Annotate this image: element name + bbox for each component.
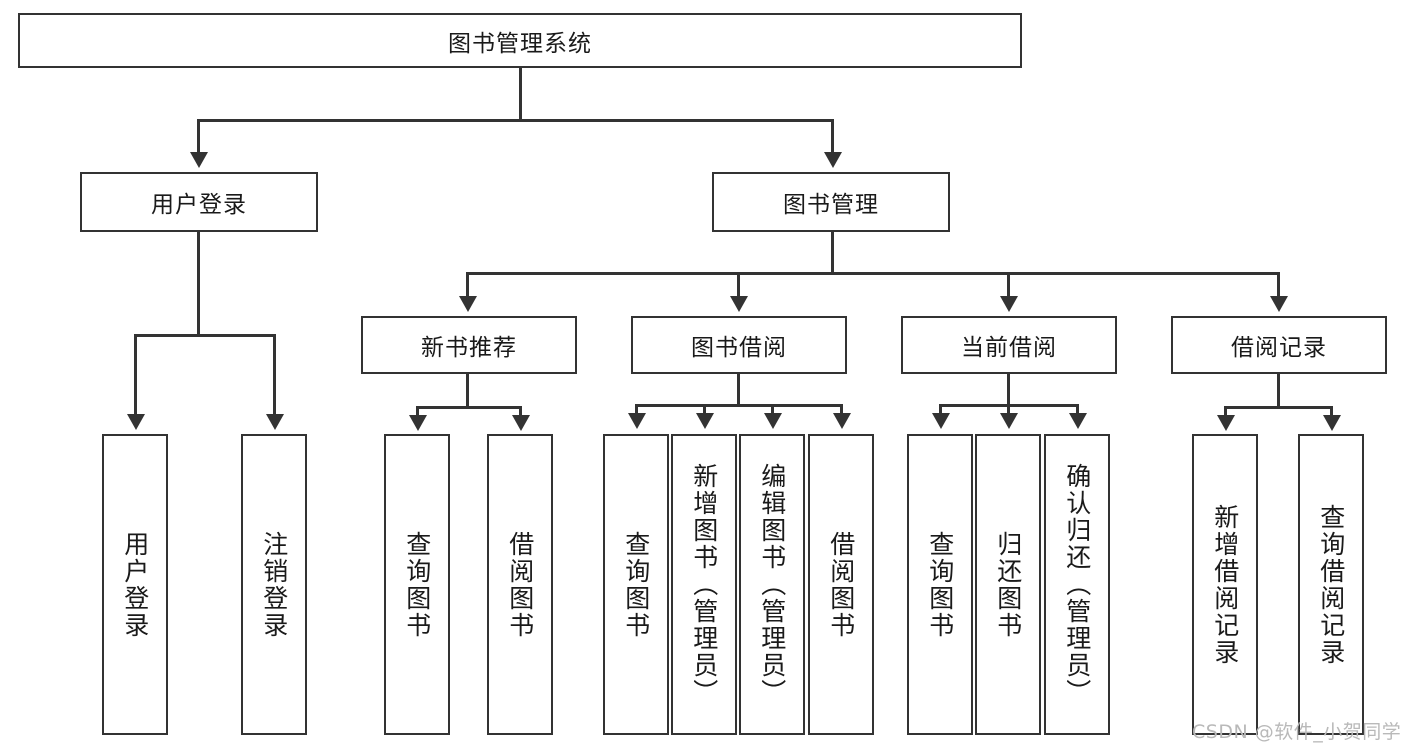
leaf-query-book-1[interactable]: 查询图书 bbox=[384, 434, 450, 735]
arrowhead-icon-leaf-query-record bbox=[1323, 415, 1341, 431]
leaf-borrow-book-1[interactable]: 借阅图书 bbox=[487, 434, 553, 735]
connector-cb-drop-2 bbox=[1007, 404, 1010, 416]
arrowhead-icon-user-login bbox=[190, 152, 208, 168]
node-label: 查询借阅记录 bbox=[1316, 503, 1346, 666]
connector-nbr-stem bbox=[466, 374, 469, 408]
arrowhead-icon-book-borrow bbox=[730, 296, 748, 312]
node-root-library-system[interactable]: 图书管理系统 bbox=[18, 13, 1022, 68]
arrowhead-icon-book-management bbox=[824, 152, 842, 168]
connector-root-stem bbox=[519, 68, 522, 121]
leaf-add-book[interactable]: 新增图书（管理员） bbox=[671, 434, 737, 735]
node-label: 归还图书 bbox=[993, 530, 1023, 639]
node-user-login[interactable]: 用户登录 bbox=[80, 172, 318, 232]
node-label: 新增借阅记录 bbox=[1210, 503, 1240, 666]
connector-book-management-bus bbox=[466, 272, 1280, 275]
node-borrow-record[interactable]: 借阅记录 bbox=[1171, 316, 1387, 374]
node-label: 新增图书（管理员） bbox=[689, 463, 719, 706]
connector-root-drop-user-login bbox=[197, 119, 200, 155]
arrowhead-icon-current-borrow bbox=[1000, 296, 1018, 312]
node-label: 注销登录 bbox=[259, 530, 289, 639]
connector-br-drop-2 bbox=[1330, 406, 1333, 418]
arrowhead-icon-leaf-query-book-3 bbox=[932, 413, 950, 429]
leaf-logout[interactable]: 注销登录 bbox=[241, 434, 307, 735]
node-book-management[interactable]: 图书管理 bbox=[712, 172, 950, 232]
connector-bb-drop-1 bbox=[635, 404, 638, 416]
arrowhead-icon-leaf-query-book-2 bbox=[628, 413, 646, 429]
connector-root-drop-book-management bbox=[831, 119, 834, 155]
leaf-confirm-return[interactable]: 确认归还（管理员） bbox=[1044, 434, 1110, 735]
connector-bb-drop-4 bbox=[840, 404, 843, 416]
leaf-return-book[interactable]: 归还图书 bbox=[975, 434, 1041, 735]
connector-bb-bus bbox=[635, 404, 843, 407]
arrowhead-icon-leaf-logout bbox=[266, 414, 284, 430]
arrowhead-icon-leaf-query-book-1 bbox=[409, 415, 427, 431]
node-label: 用户登录 bbox=[120, 530, 150, 639]
node-label: 查询图书 bbox=[621, 530, 651, 639]
node-label: 新书推荐 bbox=[421, 335, 517, 361]
node-new-book-recommend[interactable]: 新书推荐 bbox=[361, 316, 577, 374]
watermark-text: CSDN @软件_小贺同学 bbox=[1192, 721, 1402, 743]
node-current-borrow[interactable]: 当前借阅 bbox=[901, 316, 1117, 374]
arrowhead-icon-leaf-borrow-book-1 bbox=[512, 415, 530, 431]
arrowhead-icon-leaf-add-record bbox=[1217, 415, 1235, 431]
connector-bm-drop-new-book bbox=[466, 272, 469, 298]
connector-cb-stem bbox=[1007, 374, 1010, 406]
connector-bb-drop-3 bbox=[771, 404, 774, 416]
node-label: 图书借阅 bbox=[691, 335, 787, 361]
connector-user-login-stem bbox=[197, 232, 200, 336]
leaf-query-book-3[interactable]: 查询图书 bbox=[907, 434, 973, 735]
connector-br-stem bbox=[1277, 374, 1280, 408]
connector-book-management-stem bbox=[831, 232, 834, 274]
leaf-query-record[interactable]: 查询借阅记录 bbox=[1298, 434, 1364, 735]
connector-nbr-bus bbox=[416, 406, 522, 409]
leaf-user-login[interactable]: 用户登录 bbox=[102, 434, 168, 735]
connector-cb-drop-3 bbox=[1076, 404, 1079, 416]
arrowhead-icon-leaf-add-book bbox=[696, 413, 714, 429]
connector-cb-drop-1 bbox=[939, 404, 942, 416]
arrowhead-icon-leaf-user-login bbox=[127, 414, 145, 430]
node-label: 查询图书 bbox=[402, 530, 432, 639]
connector-user-login-bus bbox=[134, 334, 276, 337]
arrowhead-icon-leaf-confirm-return bbox=[1069, 413, 1087, 429]
connector-bb-drop-2 bbox=[703, 404, 706, 416]
node-book-borrow[interactable]: 图书借阅 bbox=[631, 316, 847, 374]
leaf-query-book-2[interactable]: 查询图书 bbox=[603, 434, 669, 735]
arrowhead-icon-leaf-borrow-book-2 bbox=[833, 413, 851, 429]
node-label: 借阅图书 bbox=[826, 530, 856, 639]
connector-root-bus bbox=[197, 119, 834, 122]
arrowhead-icon-new-book-recommend bbox=[459, 296, 477, 312]
connector-bm-drop-current-borrow bbox=[1007, 272, 1010, 298]
connector-nbr-drop-1 bbox=[416, 406, 419, 418]
node-label: 编辑图书（管理员） bbox=[757, 463, 787, 706]
connector-user-login-drop-1 bbox=[134, 334, 137, 417]
arrowhead-icon-leaf-edit-book bbox=[764, 413, 782, 429]
node-label: 借阅图书 bbox=[505, 530, 535, 639]
leaf-borrow-book-2[interactable]: 借阅图书 bbox=[808, 434, 874, 735]
connector-user-login-drop-2 bbox=[273, 334, 276, 417]
node-label: 确认归还（管理员） bbox=[1062, 463, 1092, 706]
node-label: 图书管理 bbox=[783, 192, 879, 218]
node-label: 当前借阅 bbox=[961, 335, 1057, 361]
node-label: 查询图书 bbox=[925, 530, 955, 639]
connector-nbr-drop-2 bbox=[519, 406, 522, 418]
arrowhead-icon-leaf-return-book bbox=[1000, 413, 1018, 429]
connector-bb-stem bbox=[737, 374, 740, 406]
connector-bm-drop-book-borrow bbox=[737, 272, 740, 298]
node-label: 借阅记录 bbox=[1231, 335, 1327, 361]
connector-bm-drop-borrow-record bbox=[1277, 272, 1280, 298]
node-label: 图书管理系统 bbox=[448, 30, 592, 57]
connector-br-bus bbox=[1224, 406, 1332, 409]
connector-br-drop-1 bbox=[1224, 406, 1227, 418]
leaf-edit-book[interactable]: 编辑图书（管理员） bbox=[739, 434, 805, 735]
arrowhead-icon-borrow-record bbox=[1270, 296, 1288, 312]
node-label: 用户登录 bbox=[151, 192, 247, 218]
leaf-add-record[interactable]: 新增借阅记录 bbox=[1192, 434, 1258, 735]
